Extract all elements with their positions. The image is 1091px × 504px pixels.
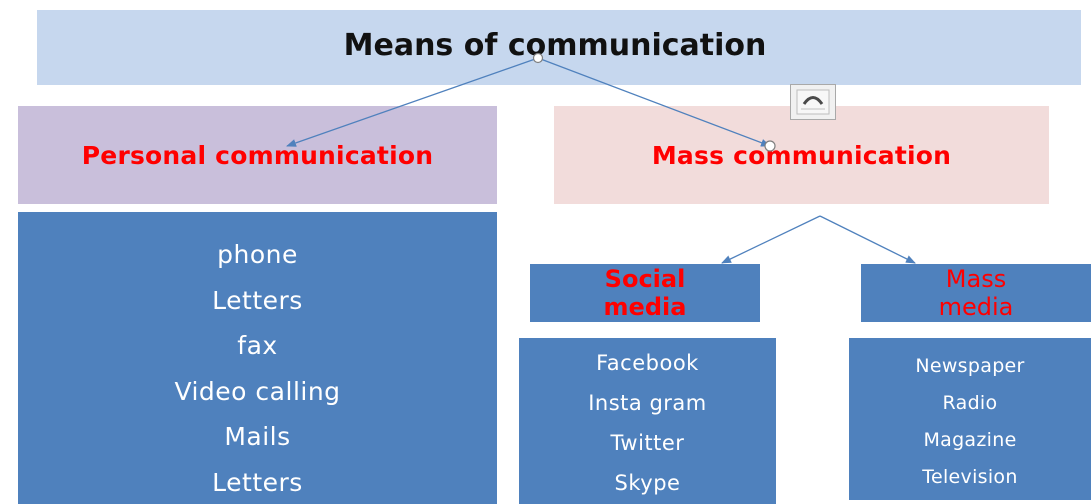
list-item: Newspaper [915,355,1025,377]
connector-to-mass-media [819,215,916,264]
list-item: Facebook [596,351,699,375]
list-item: Letters [212,467,303,497]
list-item: Magazine [923,429,1017,451]
social-media-list: Facebook Insta gram Twitter Skype [519,338,776,504]
social-media-label-line2: media [603,293,687,321]
list-item: Radio [942,392,998,414]
document-icon[interactable] [790,84,836,120]
personal-communication-box: Personal communication [18,106,497,204]
list-item: Insta gram [588,391,707,415]
document-glyph-icon [796,89,830,115]
mass-media-label-line1: Mass [945,265,1007,293]
personal-communication-label: Personal communication [81,140,434,170]
title-band: Means of communication [37,10,1081,85]
diagram-title: Means of communication [343,28,767,63]
social-media-box: Social media [530,264,760,322]
mass-media-list: Newspaper Radio Magazine Television [849,338,1091,500]
mass-communication-label: Mass communication [651,140,952,170]
list-item: Television [922,466,1018,488]
list-item: Letters [212,285,303,315]
list-item: phone [217,240,298,269]
mass-communication-box: Mass communication [554,106,1049,204]
personal-communication-list: phone Letters fax Video calling Mails Le… [18,212,497,504]
list-item: fax [237,331,278,360]
mass-media-box: Mass media [861,264,1091,322]
list-item: Twitter [610,431,685,455]
list-item: Video calling [174,376,341,406]
list-item: Mails [224,422,291,451]
mass-media-label-line2: media [938,293,1014,321]
list-item: Skype [614,471,681,495]
connector-to-social-media [721,215,821,264]
social-media-label-line1: Social [604,265,686,293]
